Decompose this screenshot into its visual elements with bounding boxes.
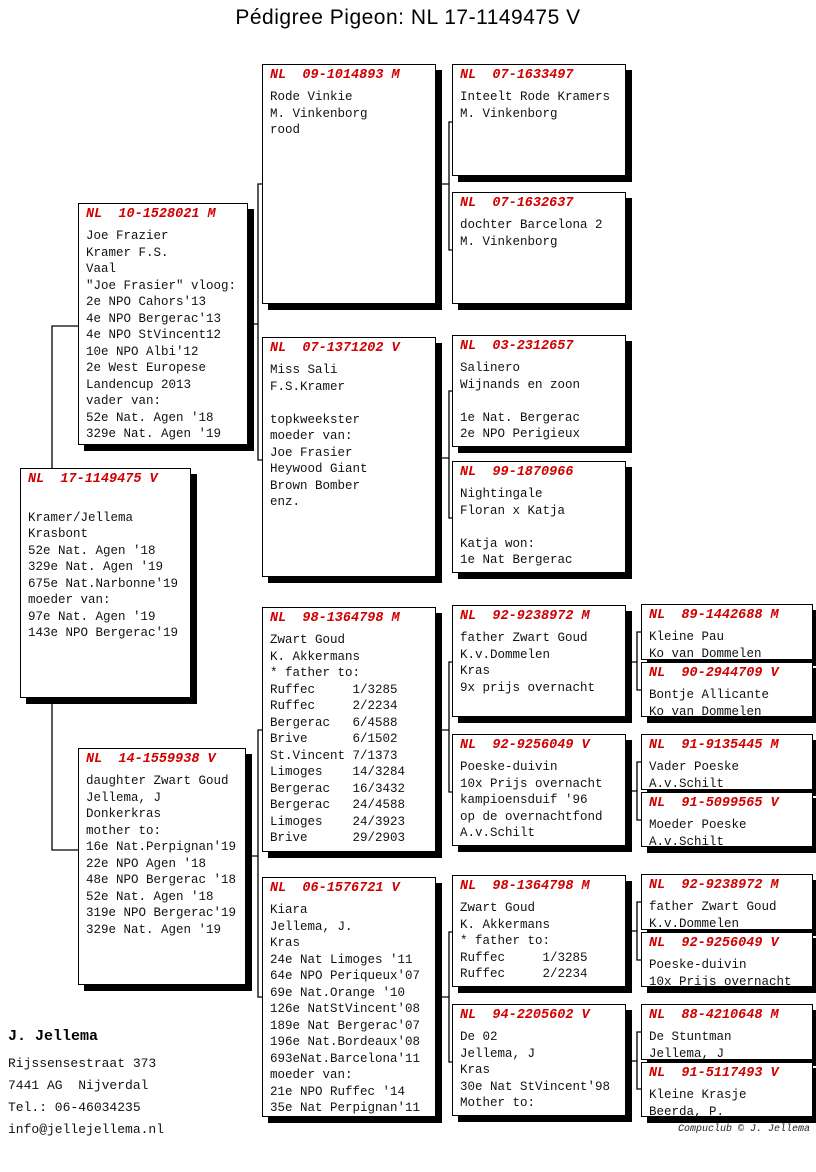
ring-number: NL 10-1528021 M (86, 207, 216, 222)
owner-name: J. Jellema (8, 1028, 99, 1045)
pedigree-box-ggp-1: NL 07-1633497 Inteelt Rode Kramers M. Vi… (452, 64, 626, 176)
owner-contact-block: J. Jellema Rijssensestraat 373 7441 AG N… (8, 1028, 164, 1141)
compuclub-credit: Compuclub © J. Jellema (677, 1124, 810, 1135)
ring-number: NL 99-1870966 (460, 465, 574, 480)
ring-number: NL 92-9238972 M (649, 878, 779, 893)
pedigree-box-gggp-5: NL 92-9238972 M father Zwart Goud K.v.Do… (641, 874, 813, 931)
ring-number: NL 09-1014893 M (270, 68, 400, 83)
pedigree-box-gggp-4: NL 91-5099565 V Moeder Poeske A.v.Schilt (641, 792, 813, 849)
ring-number: NL 03-2312657 (460, 339, 574, 354)
ring-number: NL 17-1149475 V (28, 472, 158, 487)
pedigree-box-grandparent-2: NL 07-1371202 V Miss Sali F.S.Kramer top… (262, 337, 436, 577)
pigeon-details: Vader Poeske A.v.Schilt (649, 760, 740, 791)
pigeon-details: Joe Frazier Kramer F.S. Vaal "Joe Frasie… (86, 229, 237, 441)
pedigree-box-father: NL 10-1528021 M Joe Frazier Kramer F.S. … (78, 203, 248, 445)
ring-number: NL 91-9135445 M (649, 738, 779, 753)
pigeon-details: daughter Zwart Goud Jellema, J Donkerkra… (86, 774, 237, 937)
ring-number: NL 88-4210648 M (649, 1008, 779, 1023)
ring-number: NL 90-2944709 V (649, 666, 779, 681)
pigeon-details: Kramer/Jellema Krasbont 52e Nat. Agen '1… (28, 510, 179, 641)
pigeon-details: father Zwart Goud K.v.Dommelen (649, 900, 777, 931)
pigeon-details: Inteelt Rode Kramers M. Vinkenborg (460, 90, 611, 121)
owner-address: Rijssensestraat 373 7441 AG Nijverdal Te… (8, 1056, 165, 1137)
pigeon-details: Salinero Wijnands en zoon 1e Nat. Berger… (460, 361, 581, 441)
pedigree-box-gggp-8: NL 91-5117493 V Kleine Krasje Beerda, P. (641, 1062, 813, 1119)
ring-number: NL 07-1632637 (460, 196, 574, 211)
ring-number: NL 14-1559938 V (86, 752, 216, 767)
page-title: Pédigree Pigeon: NL 17-1149475 V (235, 6, 581, 29)
pedigree-box-ggp-3: NL 03-2312657 Salinero Wijnands en zoon … (452, 335, 626, 447)
pedigree-box-ggp-5: NL 92-9238972 M father Zwart Goud K.v.Do… (452, 605, 626, 717)
ring-number: NL 92-9256049 V (460, 738, 590, 753)
pedigree-box-grandparent-4: NL 06-1576721 V Kiara Jellema, J. Kras 2… (262, 877, 436, 1117)
pigeon-details: Kiara Jellema, J. Kras 24e Nat Limoges '… (270, 903, 421, 1115)
ring-number: NL 89-1442688 M (649, 608, 779, 623)
ring-number: NL 07-1371202 V (270, 341, 400, 356)
pigeon-details: dochter Barcelona 2 M. Vinkenborg (460, 218, 603, 249)
pigeon-details: Poeske-duivin 10x Prijs overnacht kampio… (460, 760, 603, 840)
pedigree-box-ggp-7: NL 98-1364798 M Zwart Goud K. Akkermans … (452, 875, 626, 987)
pigeon-details: Kleine Pau Ko van Dommelen (649, 630, 762, 661)
ring-number: NL 06-1576721 V (270, 881, 400, 896)
ring-number: NL 92-9256049 V (649, 936, 779, 951)
pedigree-box-subject: NL 17-1149475 V Kramer/Jellema Krasbont … (20, 468, 191, 698)
pedigree-box-ggp-4: NL 99-1870966 Nightingale Floran x Katja… (452, 461, 626, 573)
pedigree-box-gggp-6: NL 92-9256049 V Poeske-duivin 10x Prijs … (641, 932, 813, 989)
pedigree-box-grandparent-1: NL 09-1014893 M Rode Vinkie M. Vinkenbor… (262, 64, 436, 304)
pigeon-details: Zwart Goud K. Akkermans * father to: Ruf… (270, 633, 406, 845)
pedigree-box-gggp-1: NL 89-1442688 M Kleine Pau Ko van Dommel… (641, 604, 813, 661)
ring-number: NL 07-1633497 (460, 68, 574, 83)
pigeon-details: Zwart Goud K. Akkermans * father to: Ruf… (460, 901, 588, 981)
pedigree-box-grandparent-3: NL 98-1364798 M Zwart Goud K. Akkermans … (262, 607, 436, 852)
pigeon-details: father Zwart Goud K.v.Dommelen Kras 9x p… (460, 631, 596, 695)
pigeon-details: Kleine Krasje Beerda, P. (649, 1088, 747, 1119)
pigeon-details: Moeder Poeske A.v.Schilt (649, 818, 747, 849)
pedigree-box-gggp-2: NL 90-2944709 V Bontje Allicante Ko van … (641, 662, 813, 719)
pedigree-box-gggp-7: NL 88-4210648 M De Stuntman Jellema, J (641, 1004, 813, 1061)
ring-number: NL 91-5099565 V (649, 796, 779, 811)
ring-number: NL 91-5117493 V (649, 1066, 779, 1081)
pigeon-details: Miss Sali F.S.Kramer topkweekster moeder… (270, 363, 368, 509)
pedigree-box-mother: NL 14-1559938 V daughter Zwart Goud Jell… (78, 748, 246, 985)
pedigree-box-ggp-2: NL 07-1632637 dochter Barcelona 2 M. Vin… (452, 192, 626, 304)
pigeon-details: Bontje Allicante Ko van Dommelen (649, 688, 770, 719)
pigeon-details: Nightingale Floran x Katja Katja won: 1e… (460, 487, 573, 567)
ring-number: NL 98-1364798 M (270, 611, 400, 626)
pigeon-details: Poeske-duivin 10x Prijs overnacht (649, 958, 792, 989)
ring-number: NL 94-2205602 V (460, 1008, 590, 1023)
pigeon-details: De Stuntman Jellema, J (649, 1030, 732, 1061)
pedigree-box-gggp-3: NL 91-9135445 M Vader Poeske A.v.Schilt (641, 734, 813, 791)
pedigree-box-ggp-6: NL 92-9256049 V Poeske-duivin 10x Prijs … (452, 734, 626, 846)
ring-number: NL 98-1364798 M (460, 879, 590, 894)
ring-number: NL 92-9238972 M (460, 609, 590, 624)
pedigree-box-ggp-8: NL 94-2205602 V De 02 Jellema, J Kras 30… (452, 1004, 626, 1116)
pigeon-details: De 02 Jellema, J Kras 30e Nat StVincent'… (460, 1030, 611, 1110)
pigeon-details: Rode Vinkie M. Vinkenborg rood (270, 90, 368, 137)
